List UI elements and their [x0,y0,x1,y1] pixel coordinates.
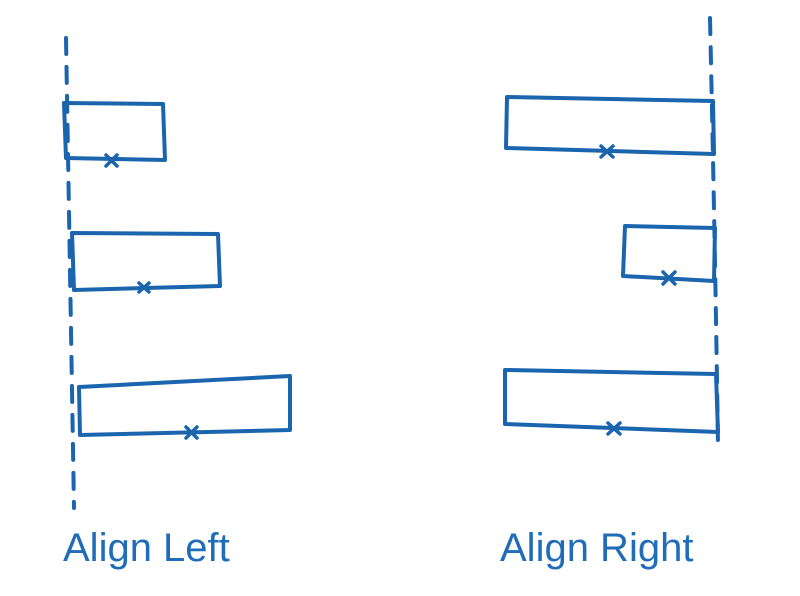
right-box-3-center-mark [606,421,622,436]
right-box-1 [504,95,716,156]
left-box-1 [62,101,167,162]
left-box-3 [77,374,292,437]
right-box-3 [503,368,720,434]
align-right-caption: Align Right [500,526,694,570]
right-box-2 [621,224,717,283]
left-box-3-center-mark [184,425,199,440]
left-box-2 [70,231,222,292]
right-box-2-center-mark [661,270,677,286]
right-box-1-center-mark [599,144,615,159]
align-left-caption: Align Left [63,526,230,570]
left-box-2-center-mark [137,281,151,294]
left-box-1-center-mark [104,153,119,168]
